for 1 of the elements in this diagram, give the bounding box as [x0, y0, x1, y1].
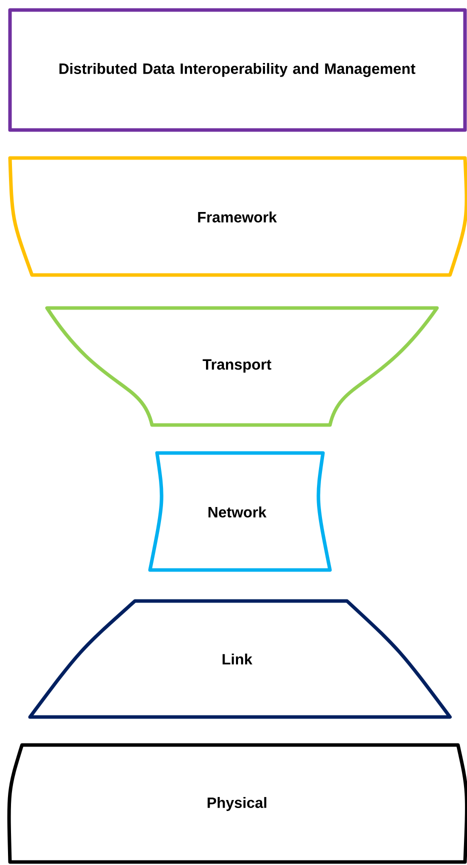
layer-box: Distributed Data Interoperability and Management [8, 8, 467, 132]
